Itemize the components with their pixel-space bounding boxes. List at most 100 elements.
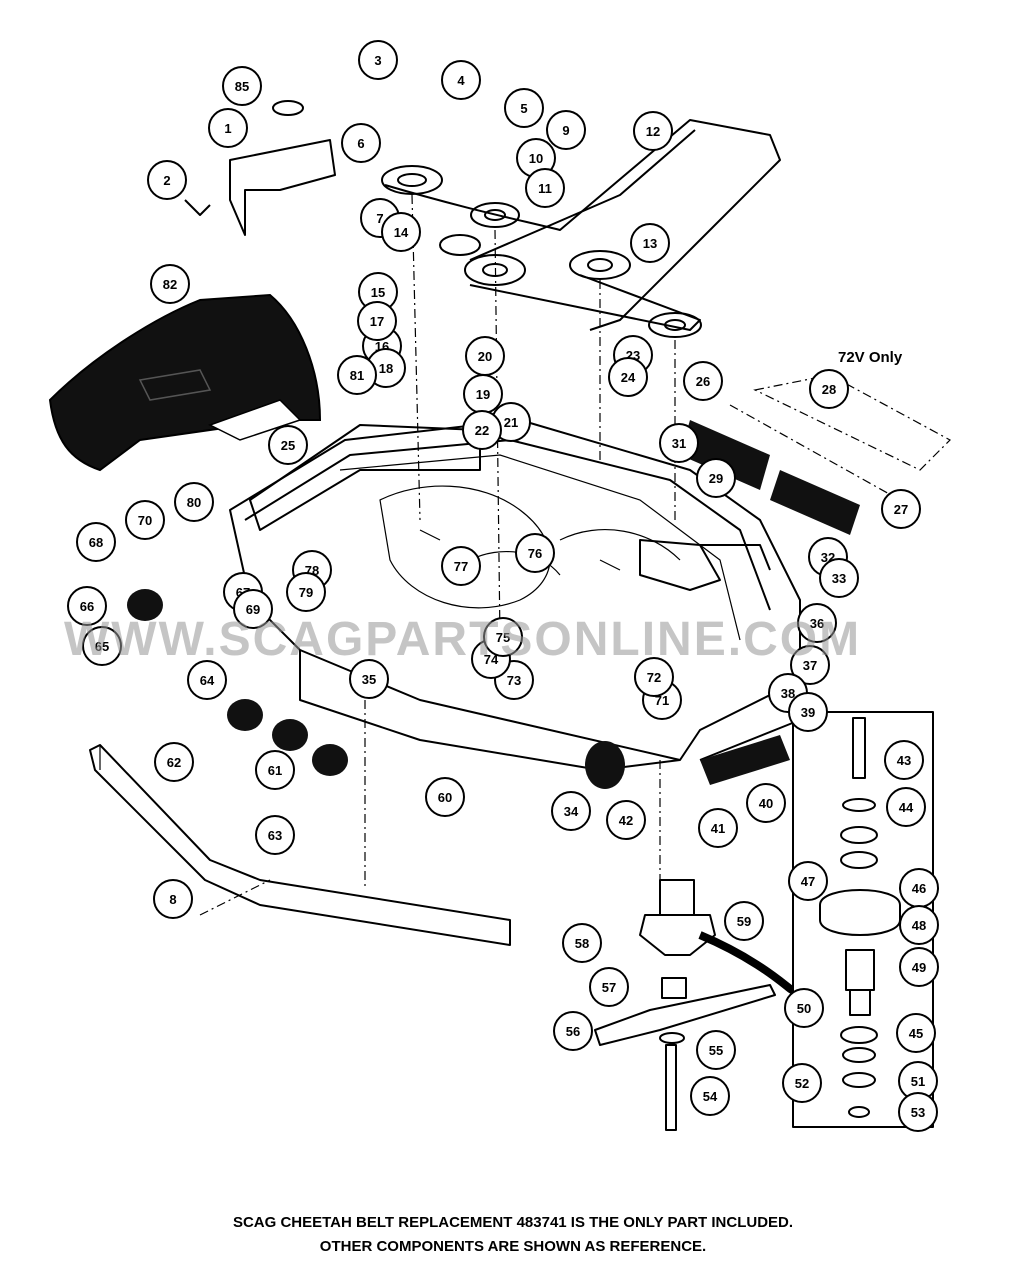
callout-number: 51: [911, 1074, 925, 1089]
callout-circle: [881, 489, 921, 529]
callout-circle: [819, 558, 859, 598]
callout-75: 75: [483, 617, 523, 657]
callout-circle: [546, 110, 586, 150]
callout-29: 29: [696, 458, 736, 498]
callout-33: 33: [819, 558, 859, 598]
front-baffle: [89, 744, 511, 946]
callout-41: 41: [698, 808, 738, 848]
callout-circle: [67, 586, 107, 626]
callout-number: 33: [832, 571, 846, 586]
callout-80: 80: [174, 482, 214, 522]
callout-number: 42: [619, 813, 633, 828]
callout-circle: [147, 160, 187, 200]
callout-circle: [268, 425, 308, 465]
callout-44: 44: [886, 787, 926, 827]
callout-85: 85: [222, 66, 262, 106]
callout-3: 3: [358, 40, 398, 80]
callout-number: 52: [795, 1076, 809, 1091]
guard-plate: [184, 100, 336, 236]
callout-circle: [724, 901, 764, 941]
callout-72: 72: [634, 657, 674, 697]
callout-number: 13: [643, 236, 657, 251]
callout-circle: [341, 123, 381, 163]
mower-deck: [229, 419, 801, 771]
callout-number: 37: [803, 658, 817, 673]
callout-number: 3: [374, 53, 381, 68]
callout-28: 28: [809, 369, 849, 409]
spindle-assembly: [698, 711, 934, 1128]
callout-number: 63: [268, 828, 282, 843]
callout-number: 44: [899, 800, 914, 815]
callout-39: 39: [788, 692, 828, 732]
callout-number: 11: [538, 181, 552, 196]
callout-number: 6: [357, 136, 364, 151]
callout-number: 57: [602, 980, 616, 995]
callout-69: 69: [233, 589, 273, 629]
callout-number: 74: [484, 652, 499, 667]
callout-circle: [349, 659, 389, 699]
callout-56: 56: [553, 1011, 593, 1051]
callout-46: 46: [899, 868, 939, 908]
callout-number: 41: [711, 821, 725, 836]
callout-8: 8: [153, 879, 193, 919]
callout-circle: [154, 742, 194, 782]
callout-number: 21: [504, 415, 518, 430]
callout-number: 70: [138, 513, 152, 528]
callout-circle: [898, 1092, 938, 1132]
callout-22: 22: [462, 410, 502, 450]
callout-11: 11: [525, 168, 565, 208]
callout-27: 27: [881, 489, 921, 529]
callout-circle: [174, 482, 214, 522]
callout-circle: [608, 357, 648, 397]
callout-number: 47: [801, 874, 815, 889]
callout-circle: [784, 988, 824, 1028]
callout-circle: [696, 458, 736, 498]
callout-number: 68: [89, 535, 103, 550]
callout-number: 85: [235, 79, 249, 94]
callout-number: 81: [350, 368, 364, 383]
callout-17: 17: [357, 301, 397, 341]
callout-53: 53: [898, 1092, 938, 1132]
callout-number: 15: [371, 285, 385, 300]
callout-circle: [788, 692, 828, 732]
callout-circle: [441, 60, 481, 100]
callout-circle: [690, 1076, 730, 1116]
callout-number: 20: [478, 349, 492, 364]
callout-circle: [515, 533, 555, 573]
drive-belt-12: [384, 119, 781, 331]
callout-circle: [187, 660, 227, 700]
callout-6: 6: [341, 123, 381, 163]
callout-number: 4: [457, 73, 465, 88]
callout-20: 20: [465, 336, 505, 376]
callout-circle: [589, 967, 629, 1007]
callout-circle: [553, 1011, 593, 1051]
callout-number: 65: [95, 639, 109, 654]
callout-number: 19: [476, 387, 490, 402]
72v-only-label: 72V Only: [838, 349, 903, 366]
callout-59: 59: [724, 901, 764, 941]
callout-70: 70: [125, 500, 165, 540]
callout-12: 12: [633, 111, 673, 151]
callout-number: 55: [709, 1043, 723, 1058]
callout-circle: [659, 423, 699, 463]
callout-circle: [208, 108, 248, 148]
callout-79: 79: [286, 572, 326, 612]
callout-9: 9: [546, 110, 586, 150]
callout-number: 66: [80, 599, 94, 614]
callout-circle: [886, 787, 926, 827]
callout-number: 53: [911, 1105, 925, 1120]
callout-circle: [746, 783, 786, 823]
callout-number: 2: [163, 173, 170, 188]
callout-64: 64: [187, 660, 227, 700]
callout-circle: [630, 223, 670, 263]
callout-number: 76: [528, 546, 542, 561]
callout-circle: [896, 1013, 936, 1053]
caption-line-2: OTHER COMPONENTS ARE SHOWN AS REFERENCE.: [319, 1238, 707, 1255]
callout-circle: [153, 879, 193, 919]
callout-circle: [76, 522, 116, 562]
callout-circle: [884, 740, 924, 780]
callout-number: 56: [566, 1024, 580, 1039]
callout-52: 52: [782, 1063, 822, 1103]
callout-number: 40: [759, 796, 773, 811]
callout-circle: [381, 212, 421, 252]
